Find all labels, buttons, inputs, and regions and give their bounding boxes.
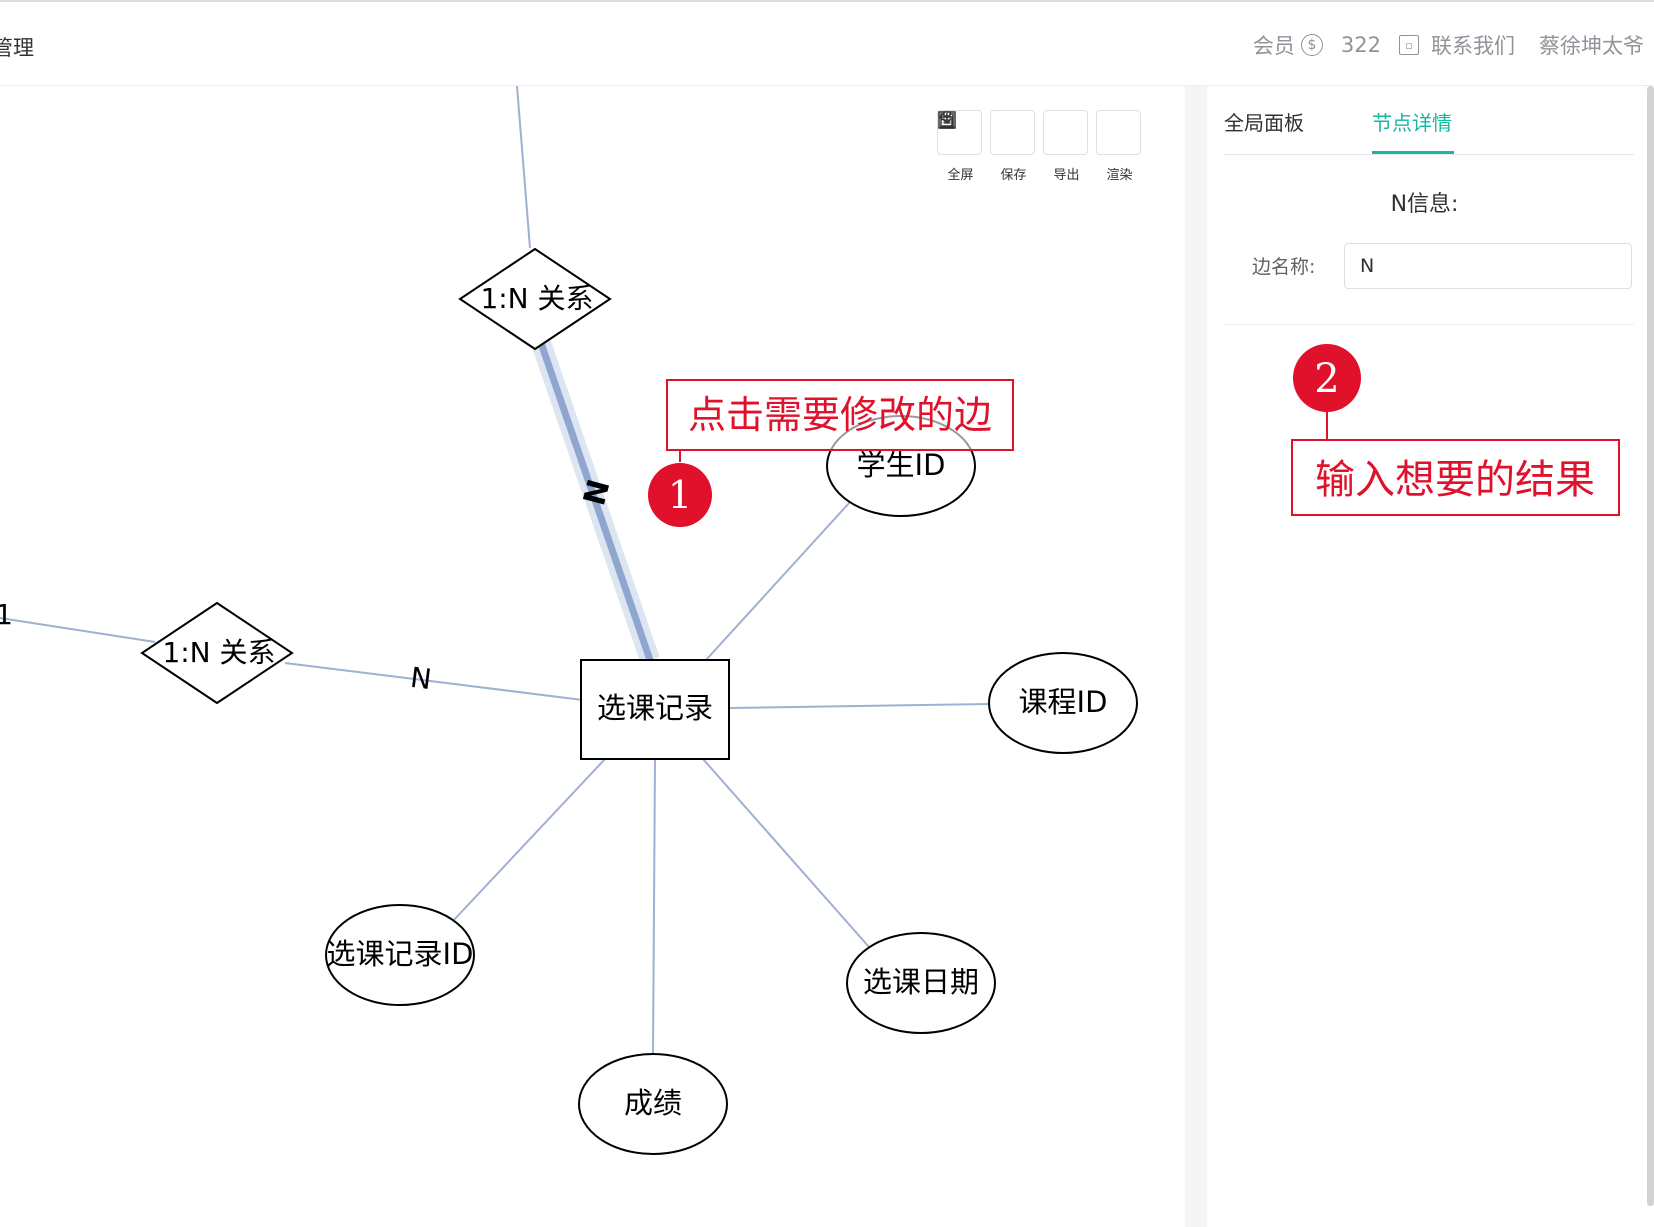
top-navbar: 管理 会员 $ 322 ▫ 联系我们 蔡徐坤太爷 — [0, 0, 1654, 86]
edge-entity-to-course-id[interactable] — [729, 703, 991, 709]
wallet-icon: ▫ — [1399, 35, 1419, 55]
annotation-step-2-badge — [1293, 344, 1361, 412]
download-icon — [940, 113, 954, 128]
annotation-step-2-text: 输入想要的结果 — [1315, 457, 1595, 503]
app-title: 管理 — [0, 36, 34, 60]
member-label: 会员 — [1252, 34, 1295, 58]
edge-top-n-label[interactable]: N — [574, 475, 614, 508]
save-label: 保存 — [1000, 168, 1027, 183]
edge-entity-to-grade[interactable] — [652, 758, 656, 1055]
edge-top-to-offscreen[interactable] — [516, 86, 531, 249]
attribute-date[interactable]: 选课日期 — [846, 932, 996, 1034]
entity-label: 选课记录 — [597, 691, 713, 725]
attribute-date-label: 选课日期 — [863, 965, 979, 999]
er-diagram-canvas[interactable]: 1:N 关系 1:N 关系 N N 1 选课记录 学生ID 课程ID 选课记录I… — [0, 86, 1185, 1227]
export-tool[interactable]: 导出 — [940, 110, 1090, 183]
details-panel: 全局面板 节点详情 N信息: 边名称: 2 输入想要的结果 — [1207, 86, 1654, 1227]
user-menu[interactable]: 蔡徐坤太爷 — [1539, 34, 1644, 58]
panel-tabs: 全局面板 节点详情 — [1224, 86, 1634, 155]
relation-left-label: 1:N 关系 — [162, 636, 275, 669]
relation-top-label: 1:N 关系 — [480, 282, 593, 315]
contact-link[interactable]: ▫ 联系我们 — [1399, 30, 1515, 60]
attribute-grade[interactable]: 成绩 — [578, 1053, 728, 1155]
attribute-record-id[interactable]: 选课记录ID — [325, 904, 475, 1006]
fullscreen-label: 全屏 — [947, 168, 974, 183]
save-tool[interactable]: 保存 — [940, 110, 1037, 183]
edge-relation-left-to-entity[interactable] — [284, 662, 584, 701]
info-title: N信息: — [1390, 192, 1459, 217]
save-button[interactable] — [940, 110, 1035, 155]
relation-left[interactable]: 1:N 关系 — [140, 601, 294, 705]
edge-name-label: 边名称: — [1252, 256, 1316, 278]
panel-divider — [1224, 324, 1634, 325]
relation-top[interactable]: 1:N 关系 — [458, 247, 612, 351]
annotation-step-2: 2 输入想要的结果 — [1291, 344, 1620, 516]
annotation-step-2-number: 2 — [1314, 356, 1339, 402]
contact-label: 联系我们 — [1431, 34, 1515, 58]
member-link[interactable]: 会员 $ — [1253, 30, 1323, 60]
attribute-course-id[interactable]: 课程ID — [988, 652, 1138, 754]
tab-node-details[interactable]: 节点详情 — [1372, 111, 1452, 135]
edge-name-input[interactable] — [1344, 243, 1632, 289]
attribute-grade-label: 成绩 — [624, 1086, 682, 1120]
edge-entity-to-student-id[interactable] — [705, 501, 851, 661]
selected-edge[interactable] — [530, 336, 660, 664]
coin-icon: $ — [1300, 34, 1323, 56]
edge-farleft-to-relation[interactable] — [0, 617, 156, 643]
annotation-step-1-text: 点击需要修改的边 — [688, 393, 992, 437]
nav-right: 会员 $ 322 ▫ 联系我们 蔡徐坤太爷 — [1235, 30, 1644, 60]
panel-splitter[interactable] — [1185, 86, 1207, 1227]
undo-icon — [938, 113, 953, 127]
edge-entity-to-record-id[interactable] — [451, 758, 606, 923]
coin-count: 322 — [1340, 33, 1381, 57]
render-button[interactable] — [938, 110, 1141, 155]
er-diagram-svg[interactable]: 1:N 关系 1:N 关系 N N 1 选课记录 学生ID 课程ID 选课记录I… — [0, 86, 1185, 1227]
canvas-toolbar: 全屏 保存 导出 渲染 — [937, 110, 1149, 183]
annotation-step-1-number: 1 — [668, 473, 692, 517]
edge-left-n-label[interactable]: N — [409, 661, 434, 696]
attribute-record-id-label: 选课记录ID — [327, 937, 474, 971]
page-scrollbar[interactable] — [1647, 86, 1654, 1206]
tab-global-panel[interactable]: 全局面板 — [1224, 111, 1304, 135]
entity-course-record[interactable]: 选课记录 — [580, 659, 730, 760]
annotation-step-1: 点击需要修改的边 1 — [648, 379, 1014, 527]
render-tool[interactable]: 渲染 — [938, 110, 1143, 183]
active-tab-indicator — [1372, 151, 1454, 154]
attribute-student-id-label: 学生ID — [857, 448, 946, 482]
export-button[interactable] — [940, 110, 1088, 155]
annotation-step-1-badge — [648, 463, 712, 527]
export-label: 导出 — [1053, 168, 1080, 183]
edge-entity-to-date[interactable] — [702, 758, 870, 948]
attribute-course-id-label: 课程ID — [1019, 685, 1108, 719]
render-label: 渲染 — [1106, 168, 1133, 183]
edge-farleft-1-label[interactable]: 1 — [0, 598, 13, 631]
